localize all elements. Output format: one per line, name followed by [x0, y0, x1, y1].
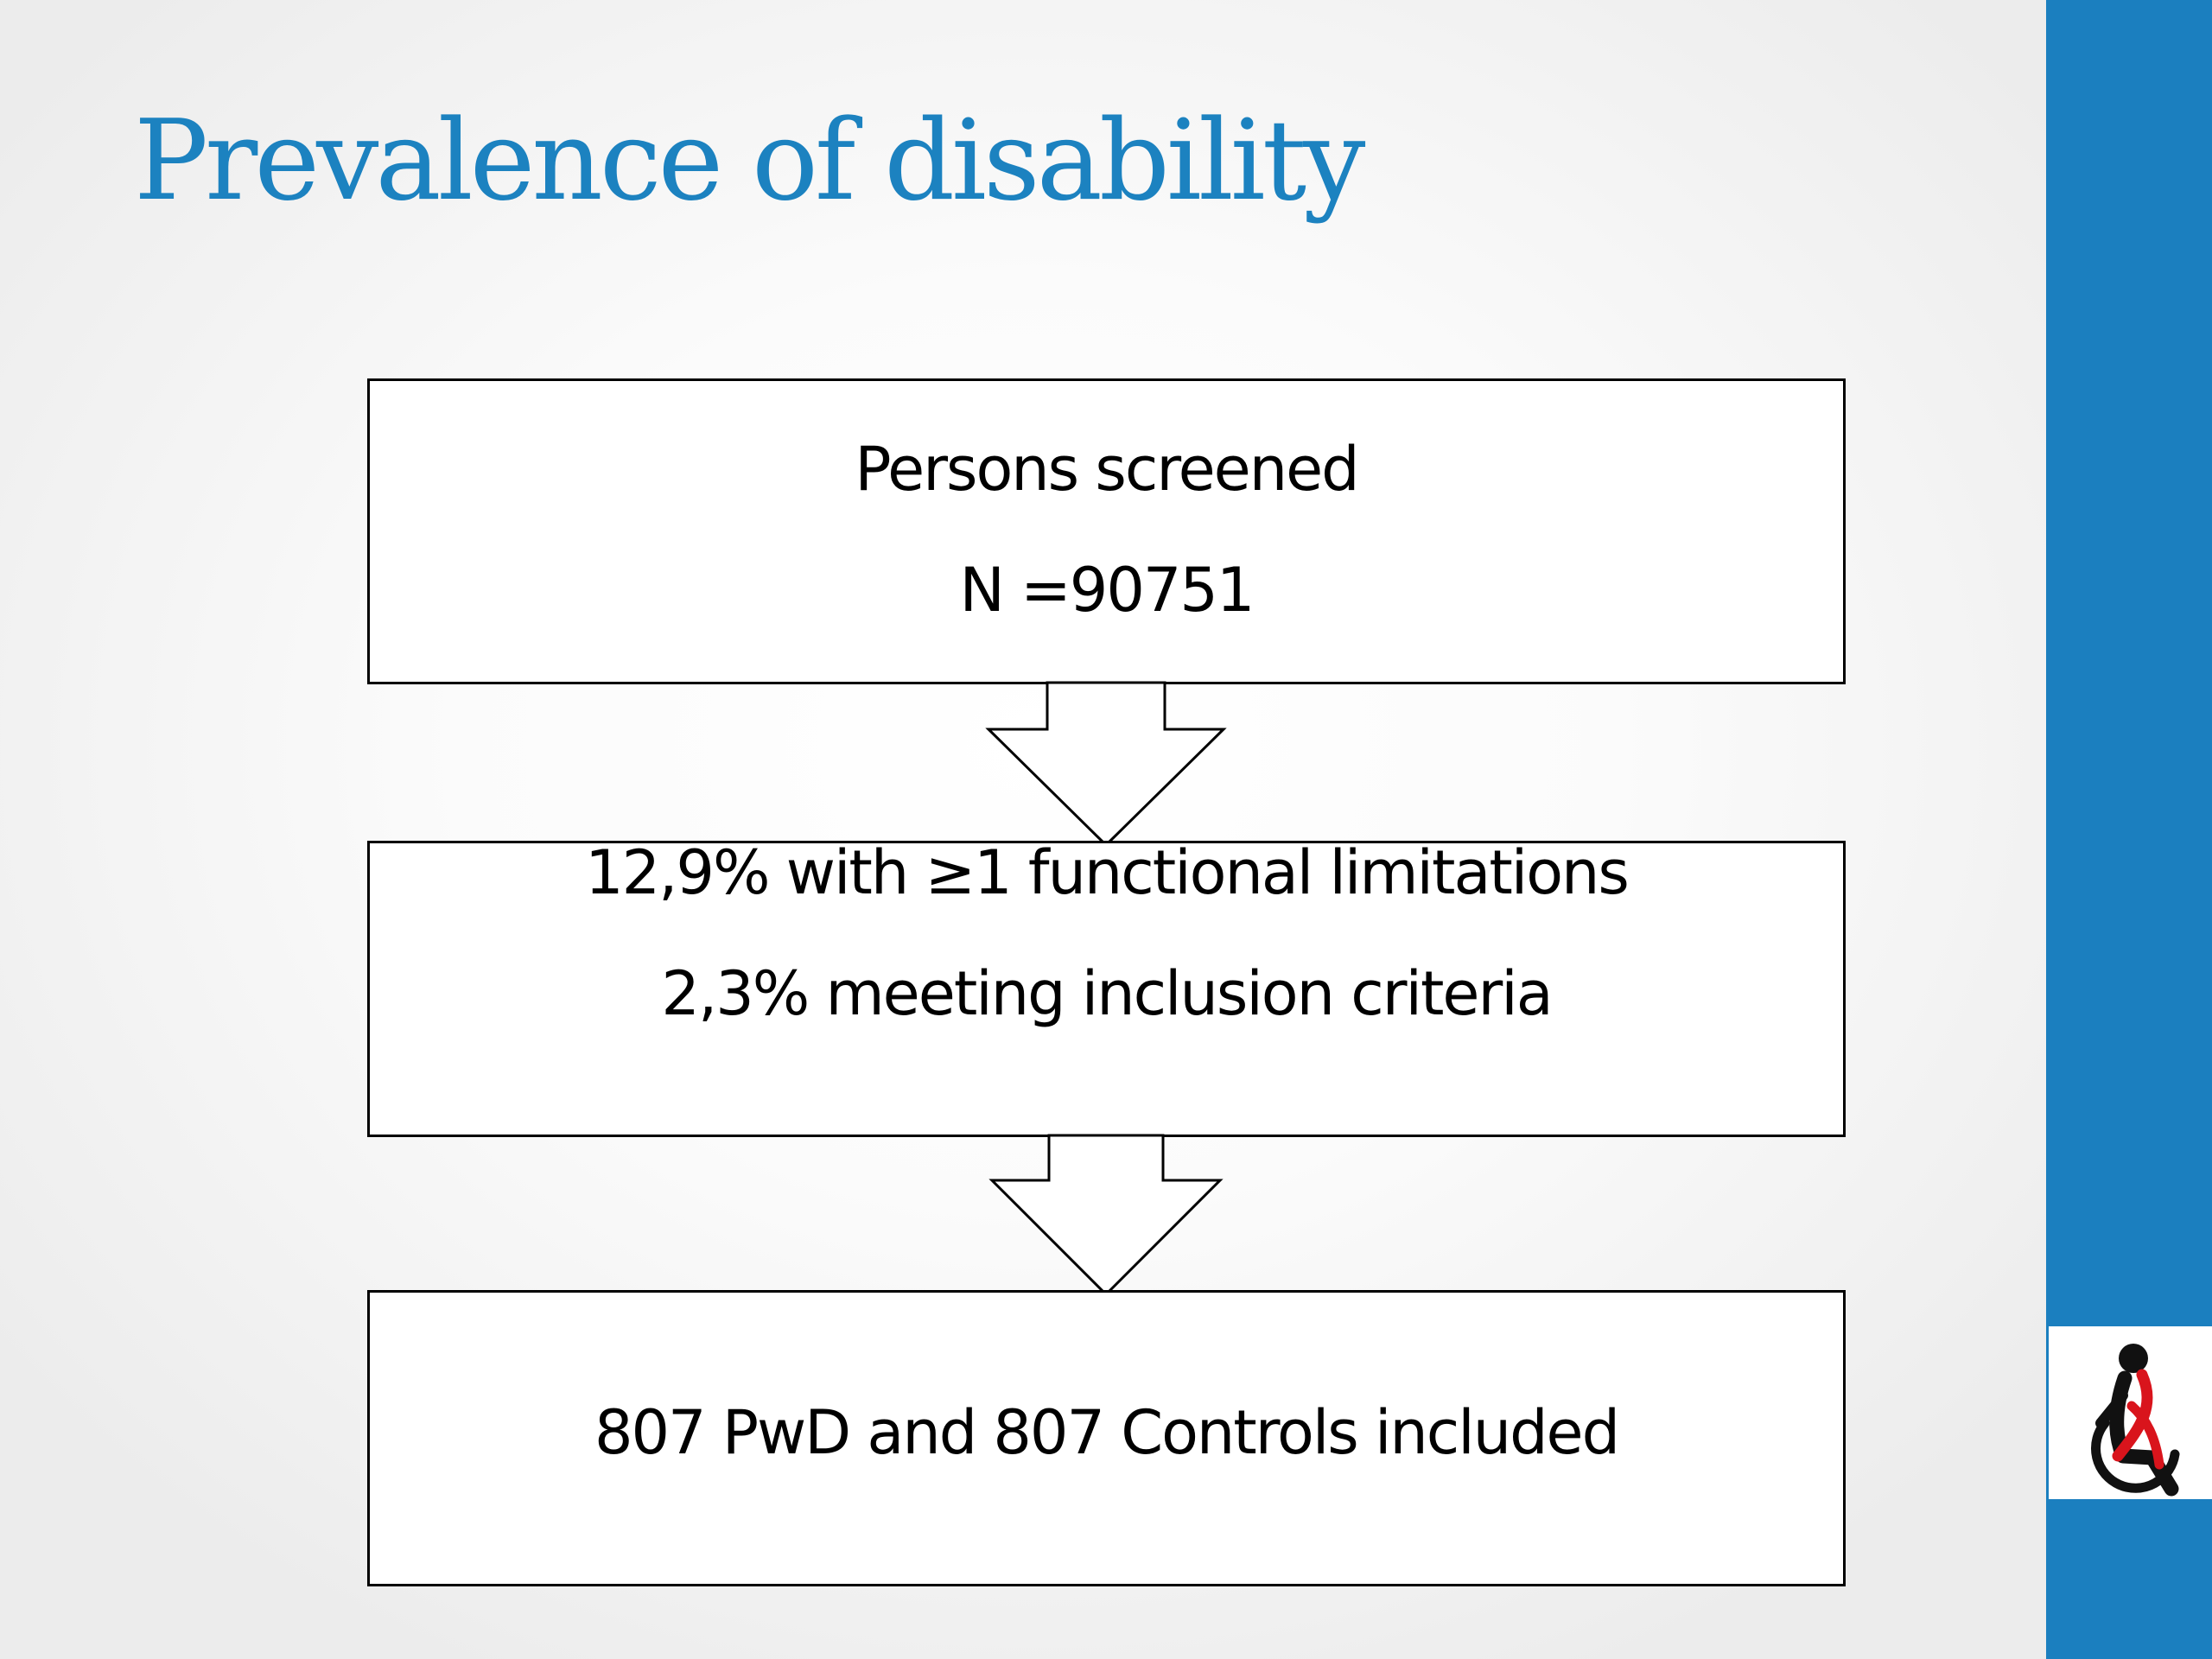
- slide-title: Prevalence of disability: [134, 97, 1365, 226]
- box-screened-count: N =90751: [959, 555, 1255, 626]
- down-arrow-1: [985, 681, 1227, 848]
- box-screened-title: Persons screened: [855, 434, 1359, 505]
- flow-box-screened: Persons screened N =90751: [367, 378, 1846, 684]
- box-included-line: 807 PwD and 807 Controls included: [594, 1397, 1620, 1468]
- flow-box-limitations: 12,9% with ≥1 functional limitations 2,3…: [367, 837, 1846, 1137]
- wheelchair-logo-icon: [2049, 1326, 2212, 1499]
- box-limitations-line: 12,9% with ≥1 functional limitations: [585, 837, 1630, 908]
- box-inclusion-line: 2,3% meeting inclusion criteria: [661, 958, 1553, 1029]
- down-arrow-2: [988, 1134, 1224, 1297]
- flow-box-included: 807 PwD and 807 Controls included: [367, 1290, 1846, 1586]
